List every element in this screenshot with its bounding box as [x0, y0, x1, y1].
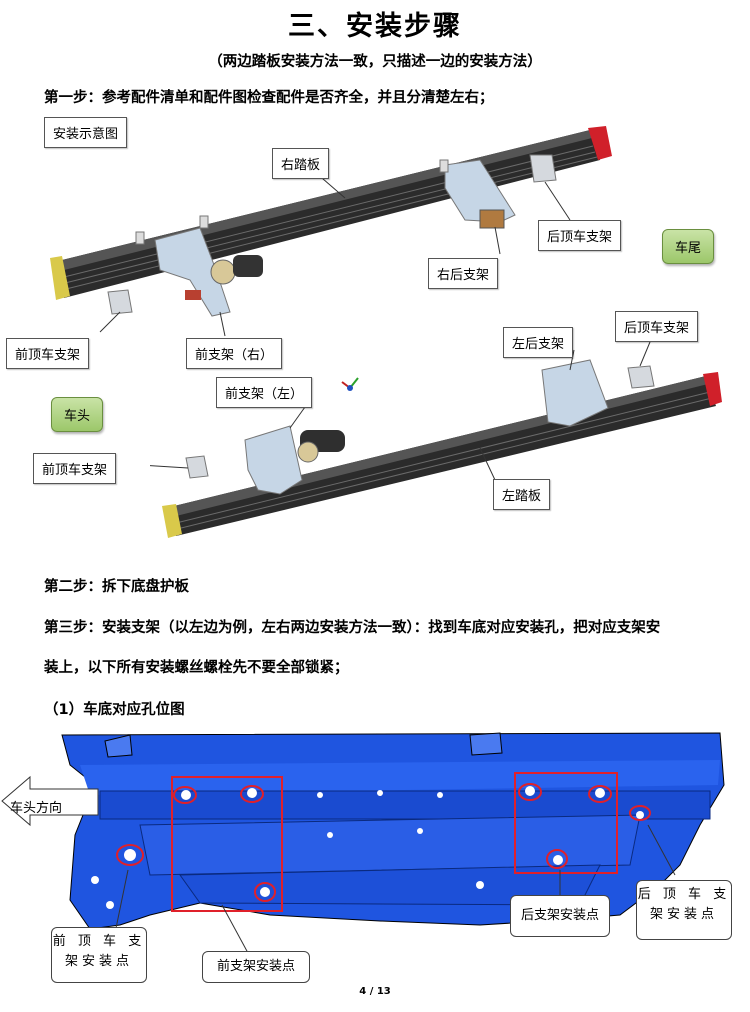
- label-front-top-bracket-1: 前顶车支架: [6, 338, 90, 369]
- callout-front-bracket-point: 前支架安装点: [202, 951, 310, 983]
- sub-step-1-heading: （1）车底对应孔位图: [44, 702, 185, 718]
- step-3-text-line2: 装上，以下所有安装螺丝螺栓先不要全部锁紧；: [44, 660, 349, 676]
- step-1-text: 第一步：参考配件清单和配件图检查配件是否齐全，并且分清楚左右；: [44, 90, 494, 106]
- label-install-diagram: 安装示意图: [44, 117, 128, 148]
- underbody-hole-photo: [1, 732, 725, 954]
- label-front-bracket-left: 前支架（左）: [216, 377, 313, 408]
- label-front-top-bracket-2: 前顶车支架: [33, 453, 117, 484]
- label-rear-top-bracket-2: 后顶车支架: [615, 311, 699, 342]
- car-head-badge: 车头: [51, 397, 104, 432]
- label-right-rear-bracket: 右后支架: [428, 258, 499, 289]
- left-board-diagram: [150, 341, 722, 538]
- callout-rear-bracket-point: 后支架安装点: [510, 895, 610, 937]
- callout-front-top-point: 前 顶 车 支 架安装点: [51, 927, 147, 983]
- right-board-diagram: [50, 126, 612, 337]
- car-tail-badge: 车尾: [662, 229, 715, 264]
- label-left-board: 左踏板: [493, 479, 551, 510]
- label-rear-top-bracket-1: 后顶车支架: [538, 220, 622, 251]
- callout-rear-top-point: 后 顶 车 支 架安装点: [636, 880, 732, 940]
- page-title: 三、安装步骤: [288, 11, 462, 42]
- label-front-bracket-right: 前支架（右）: [186, 338, 283, 369]
- page-number: 4 / 13: [359, 986, 391, 997]
- step-3-text-line1: 第三步：安装支架（以左边为例，左右两边安装方法一致）：找到车底对应安装孔，把对应…: [44, 620, 661, 636]
- label-left-rear-bracket: 左后支架: [503, 327, 574, 358]
- label-right-board: 右踏板: [272, 148, 330, 179]
- car-head-direction-label: 车头方向: [10, 801, 63, 816]
- step-2-text: 第二步：拆下底盘护板: [44, 579, 189, 595]
- page-subtitle: （两边踏板安装方法一致，只描述一边的安装方法）: [208, 54, 542, 70]
